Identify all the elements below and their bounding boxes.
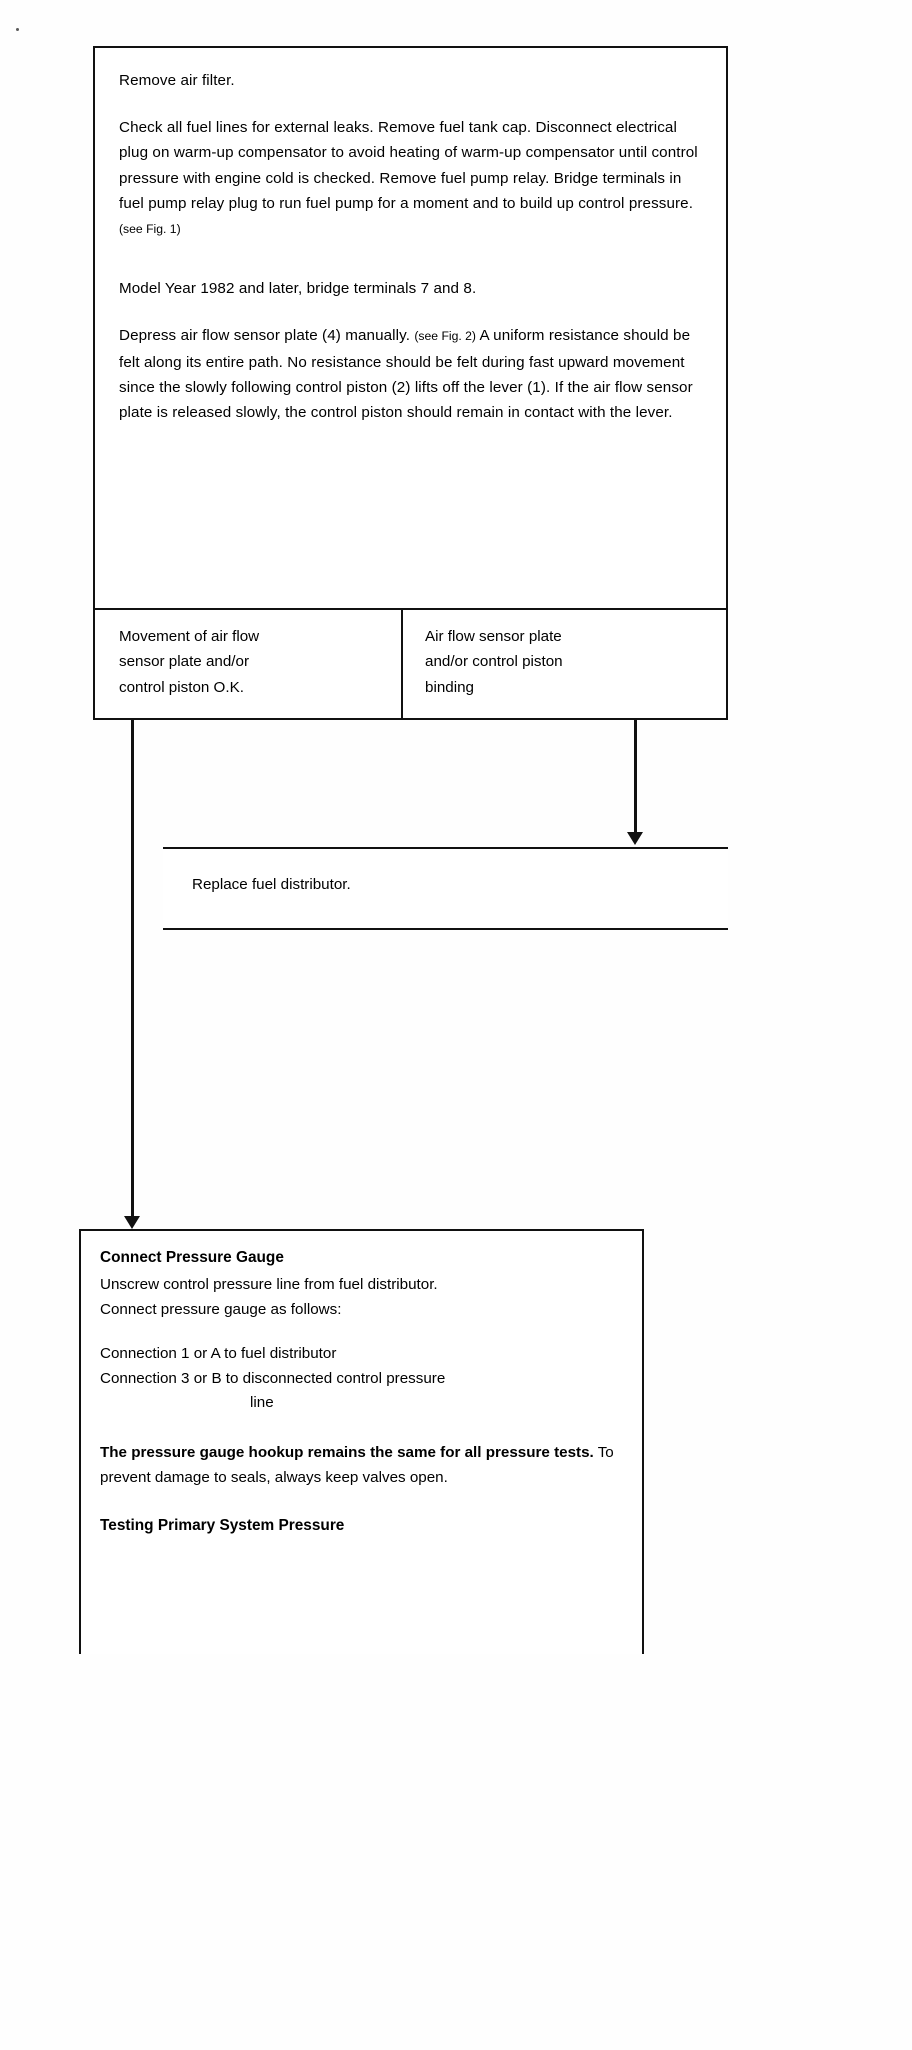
connection-3-continuation: line bbox=[100, 1391, 624, 1416]
decision-binding-line-3: binding bbox=[425, 678, 474, 696]
connection-1-label: Connection 1 or A to fuel distributor bbox=[100, 1345, 337, 1362]
connector-left-arrowhead bbox=[124, 1216, 140, 1229]
instruction-remove-air-filter: Remove air filter. bbox=[119, 72, 235, 89]
pressure-gauge-warning: The pressure gauge hookup remains the sa… bbox=[100, 1440, 624, 1490]
action-replace-fuel-distributor: Replace fuel distributor. bbox=[163, 847, 728, 930]
connector-left-vertical bbox=[131, 720, 134, 1220]
instruction-model-year-note: Model Year 1982 and later, bridge termin… bbox=[119, 280, 477, 298]
decision-ok-line-1: Movement of air flow bbox=[119, 628, 260, 645]
connect-pressure-gauge-box: Connect Pressure Gauge Unscrew control p… bbox=[79, 1229, 644, 1654]
scan-artifact-speck bbox=[16, 28, 19, 31]
decision-row: Movement of air flow sensor plate and/or… bbox=[93, 608, 728, 720]
instruction-paragraph-1-text: Check all fuel lines for external leaks.… bbox=[119, 119, 698, 212]
connect-pressure-gauge-title: Connect Pressure Gauge bbox=[100, 1249, 284, 1266]
connection-3-label: Connection 3 or B to disconnected contro… bbox=[100, 1369, 446, 1387]
connector-right-vertical bbox=[634, 720, 637, 834]
decision-binding-line-2: and/or control piston bbox=[425, 653, 563, 671]
connect-gauge-step-2: Connect pressure gauge as follows: bbox=[100, 1300, 342, 1318]
connector-right-arrowhead bbox=[627, 832, 643, 845]
instruction-paragraph-1: Check all fuel lines for external leaks.… bbox=[119, 115, 704, 242]
action-replace-fuel-distributor-label: Replace fuel distributor. bbox=[192, 876, 351, 893]
instruction-paragraph-3-lead: Depress air flow sensor plate (4) manual… bbox=[119, 327, 411, 345]
instruction-paragraph-3-body: A uniform resistance should be felt alon… bbox=[119, 327, 693, 422]
figure-reference-1: (see Fig. 1) bbox=[119, 222, 181, 237]
decision-outcome-binding: Air flow sensor plate and/or control pis… bbox=[403, 610, 726, 718]
connect-gauge-step-1: Unscrew control pressure line from fuel … bbox=[100, 1276, 438, 1293]
decision-outcome-ok: Movement of air flow sensor plate and/or… bbox=[95, 610, 403, 718]
instruction-paragraph-3: Depress air flow sensor plate (4) manual… bbox=[119, 323, 704, 425]
instruction-box: Remove air filter. Check all fuel lines … bbox=[93, 46, 728, 608]
testing-primary-system-pressure-heading: Testing Primary System Pressure bbox=[100, 1516, 345, 1534]
decision-ok-line-2: sensor plate and/or bbox=[119, 653, 250, 671]
pressure-gauge-warning-rest: To prevent damage to seals, always keep … bbox=[100, 1443, 614, 1486]
figure-reference-2: (see Fig. 2) bbox=[414, 329, 476, 344]
connection-3-continuation-text: line bbox=[250, 1394, 274, 1411]
pressure-gauge-warning-emphasis: The pressure gauge hookup remains the sa… bbox=[100, 1443, 594, 1461]
decision-ok-line-3: control piston O.K. bbox=[119, 678, 244, 696]
decision-binding-line-1: Air flow sensor plate bbox=[425, 628, 562, 645]
